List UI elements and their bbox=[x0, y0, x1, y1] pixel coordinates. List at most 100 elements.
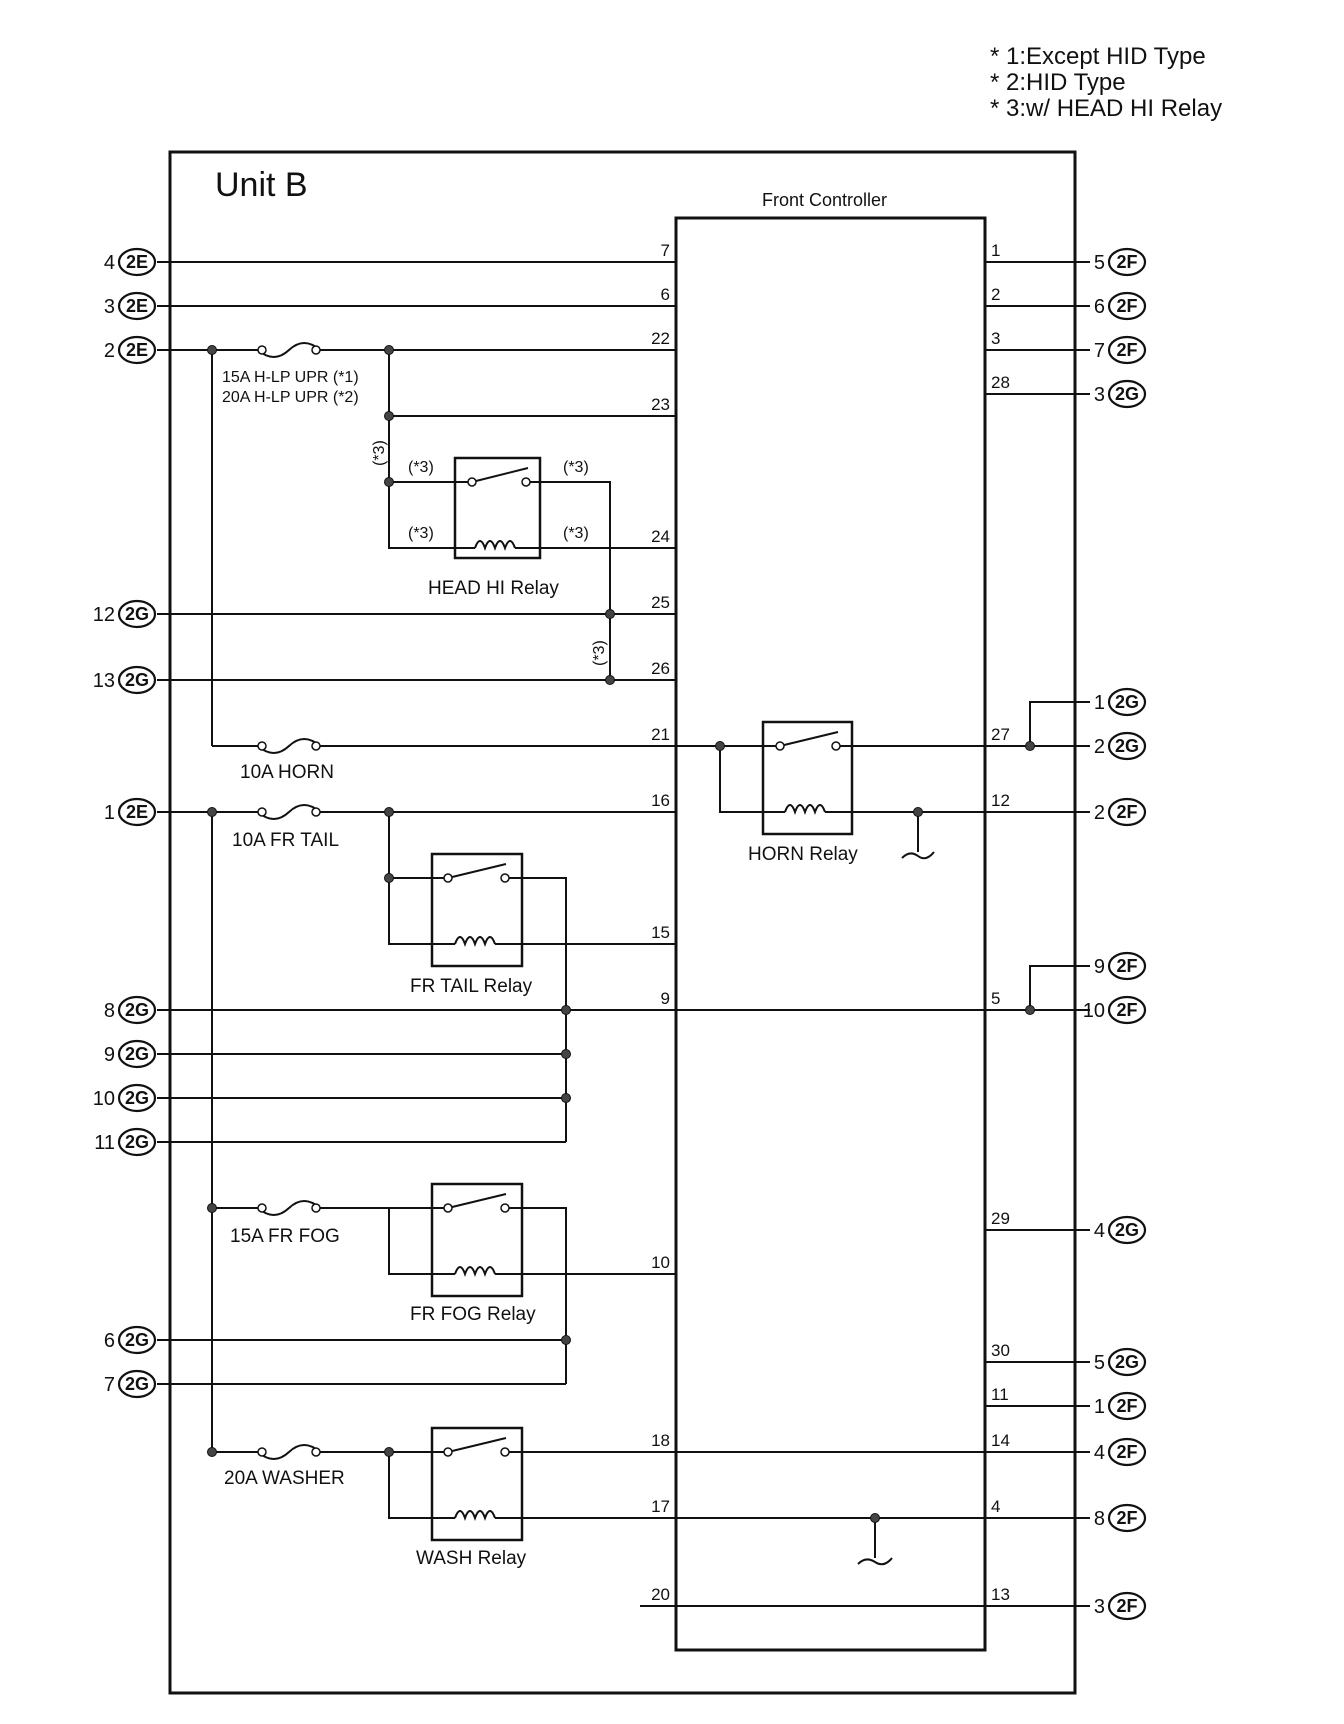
fr-fog-output bbox=[522, 1207, 567, 1384]
connector-code: 2F bbox=[1116, 296, 1137, 316]
controller-pin-left: 25 bbox=[651, 593, 670, 612]
connector-circle bbox=[1107, 1347, 1147, 1377]
connector-code: 2F bbox=[1116, 956, 1137, 976]
controller-pin-right: 14 bbox=[991, 1431, 1010, 1450]
connector-circle bbox=[1107, 995, 1147, 1025]
connector-circle bbox=[1107, 379, 1147, 409]
connector-code: 2F bbox=[1116, 1508, 1137, 1528]
connector-circle bbox=[1107, 951, 1147, 981]
note-3: * 3:w/ HEAD HI Relay bbox=[990, 95, 1222, 122]
wire-pin-23 bbox=[388, 350, 676, 417]
controller-pin-right: 2 bbox=[991, 285, 1000, 304]
connector-circle bbox=[117, 1325, 157, 1355]
controller-pin-right: 30 bbox=[991, 1341, 1010, 1360]
connector-code: 2G bbox=[125, 1330, 149, 1350]
controller-pin-left: 15 bbox=[651, 923, 670, 942]
junction-dot bbox=[1025, 1005, 1035, 1015]
left-connector: 4 2E bbox=[104, 247, 157, 277]
mark-3-b: (*3) bbox=[563, 459, 589, 476]
junction-dot bbox=[207, 1447, 217, 1457]
connector-pin-number: 2 bbox=[104, 340, 115, 362]
controller-pin-right: 11 bbox=[991, 1385, 1009, 1404]
mark-3-c: (*3) bbox=[408, 525, 434, 542]
connector-code: 2G bbox=[125, 1088, 149, 1108]
junction-dot bbox=[605, 609, 615, 619]
connector-code: 2G bbox=[1115, 1352, 1139, 1372]
connector-pin-number: 2 bbox=[1094, 736, 1105, 758]
connector-circle bbox=[1107, 797, 1147, 827]
controller-pin-left: 22 bbox=[651, 329, 670, 348]
connector-pin-number: 4 bbox=[104, 252, 115, 274]
right-connector: 9 2F bbox=[1094, 951, 1147, 981]
fuse-label-washer: 20A WASHER bbox=[224, 1468, 345, 1489]
mark-3-d: (*3) bbox=[563, 525, 589, 542]
fr-tail-relay bbox=[430, 852, 524, 968]
connector-pin-number: 1 bbox=[104, 802, 115, 824]
controller-pin-left: 9 bbox=[661, 989, 670, 1008]
unit-title: Unit B bbox=[215, 166, 308, 204]
controller-pin-left: 6 bbox=[661, 285, 670, 304]
fuse-horn bbox=[257, 738, 321, 754]
connector-circle bbox=[117, 797, 157, 827]
wash-relay bbox=[430, 1426, 524, 1542]
junction-dot bbox=[561, 1005, 571, 1015]
connector-pin-number: 9 bbox=[104, 1044, 115, 1066]
note-2: * 2:HID Type bbox=[990, 69, 1126, 96]
left-connector: 9 2G bbox=[104, 1039, 157, 1069]
right-connector: 2 2F bbox=[1094, 797, 1147, 827]
connector-code: 2G bbox=[1115, 1220, 1139, 1240]
connector-pin-number: 8 bbox=[104, 1000, 115, 1022]
fuse-label-fr-fog: 15A FR FOG bbox=[230, 1226, 340, 1247]
connector-pin-number: 12 bbox=[93, 604, 115, 626]
controller-pin-right: 1 bbox=[991, 241, 1000, 260]
connector-code: 2F bbox=[1116, 802, 1137, 822]
connector-code: 2E bbox=[126, 252, 148, 272]
connector-circle bbox=[1107, 1503, 1147, 1533]
connector-code: 2E bbox=[126, 296, 148, 316]
junction-dot bbox=[384, 807, 394, 817]
connector-circle bbox=[117, 247, 157, 277]
connector-pin-number: 3 bbox=[1094, 1596, 1105, 1618]
junction-dot bbox=[207, 345, 217, 355]
wash-relay-label: WASH Relay bbox=[416, 1548, 527, 1569]
junction-dot bbox=[1025, 741, 1035, 751]
connector-code: 2G bbox=[125, 1374, 149, 1394]
mark-3-vertical-b: (*3) bbox=[591, 640, 608, 666]
fuse-washer bbox=[257, 1444, 321, 1460]
connector-pin-number: 4 bbox=[1094, 1220, 1105, 1242]
right-connector: 4 2G bbox=[1094, 1215, 1147, 1245]
connector-pin-number: 2 bbox=[1094, 802, 1105, 824]
connector-code: 2F bbox=[1116, 252, 1137, 272]
connector-pin-number: 1 bbox=[1094, 1396, 1105, 1418]
junction-dot bbox=[605, 675, 615, 685]
controller-pin-left: 18 bbox=[651, 1431, 670, 1450]
connector-circle bbox=[117, 335, 157, 365]
connector-circle bbox=[1107, 291, 1147, 321]
connector-code: 2F bbox=[1116, 340, 1137, 360]
horn-relay-feed bbox=[676, 745, 763, 813]
fuse-label-horn: 10A HORN bbox=[240, 762, 334, 783]
connector-pin-number: 5 bbox=[1094, 252, 1105, 274]
fuse-hlp-upr bbox=[257, 342, 321, 358]
connector-code: 2G bbox=[1115, 692, 1139, 712]
junction-dot bbox=[561, 1093, 571, 1103]
controller-pin-left: 24 bbox=[651, 527, 670, 546]
connector-pin-number: 9 bbox=[1094, 956, 1105, 978]
controller-pin-right: 13 bbox=[991, 1585, 1010, 1604]
connector-circle bbox=[1107, 247, 1147, 277]
junction-dot bbox=[384, 477, 394, 487]
connector-code: 2G bbox=[125, 1044, 149, 1064]
connector-code: 2E bbox=[126, 340, 148, 360]
controller-pin-left: 21 bbox=[651, 725, 670, 744]
